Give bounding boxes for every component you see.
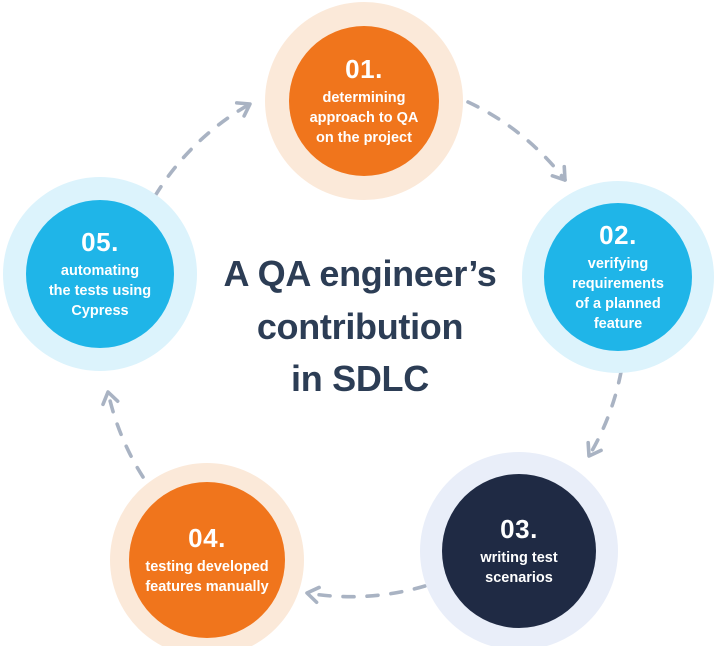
step-05-number: 05. (81, 227, 119, 257)
step-circle-01-inner: 01. determining approach to QA on the pr… (289, 26, 439, 176)
flow-arrow-step1-to-step2 (466, 100, 567, 182)
step-circle-05-inner: 05. automating the tests using Cypress (26, 200, 174, 348)
flow-arrow-step4-to-step5 (101, 390, 145, 479)
step-02-number: 02. (599, 220, 637, 250)
step-circle-04-inner: 04. testing developed features manually (129, 482, 285, 638)
step-01-label: determining approach to QA on the projec… (309, 90, 419, 146)
step-04-number: 04. (188, 523, 226, 553)
step-03-label: writing test scenarios (480, 550, 558, 586)
step-03-number: 03. (500, 514, 538, 544)
step-circle-03-inner: 03. writing test scenarios (442, 474, 596, 628)
step-circle-02: 02. verifying requirements of a planned … (522, 181, 714, 373)
flow-arrow-step5-to-step1 (153, 101, 252, 198)
flow-arrow-step3-to-step4 (305, 584, 427, 605)
step-circle-03: 03. writing test scenarios (420, 452, 618, 646)
step-circle-01: 01. determining approach to QA on the pr… (265, 2, 463, 200)
flow-arrow-step2-to-step3 (586, 370, 623, 458)
step-circle-05: 05. automating the tests using Cypress (3, 177, 197, 371)
step-04-label: testing developed features manually (145, 559, 269, 595)
step-01-number: 01. (345, 54, 383, 84)
step-02-label: verifying requirements of a planned feat… (572, 256, 664, 332)
diagram-title: A QA engineer’s contribution in SDLC (223, 253, 497, 400)
step-circle-04: 04. testing developed features manually (110, 463, 304, 646)
step-circle-02-inner: 02. verifying requirements of a planned … (544, 203, 692, 351)
step-05-label: automating the tests using Cypress (48, 263, 152, 319)
